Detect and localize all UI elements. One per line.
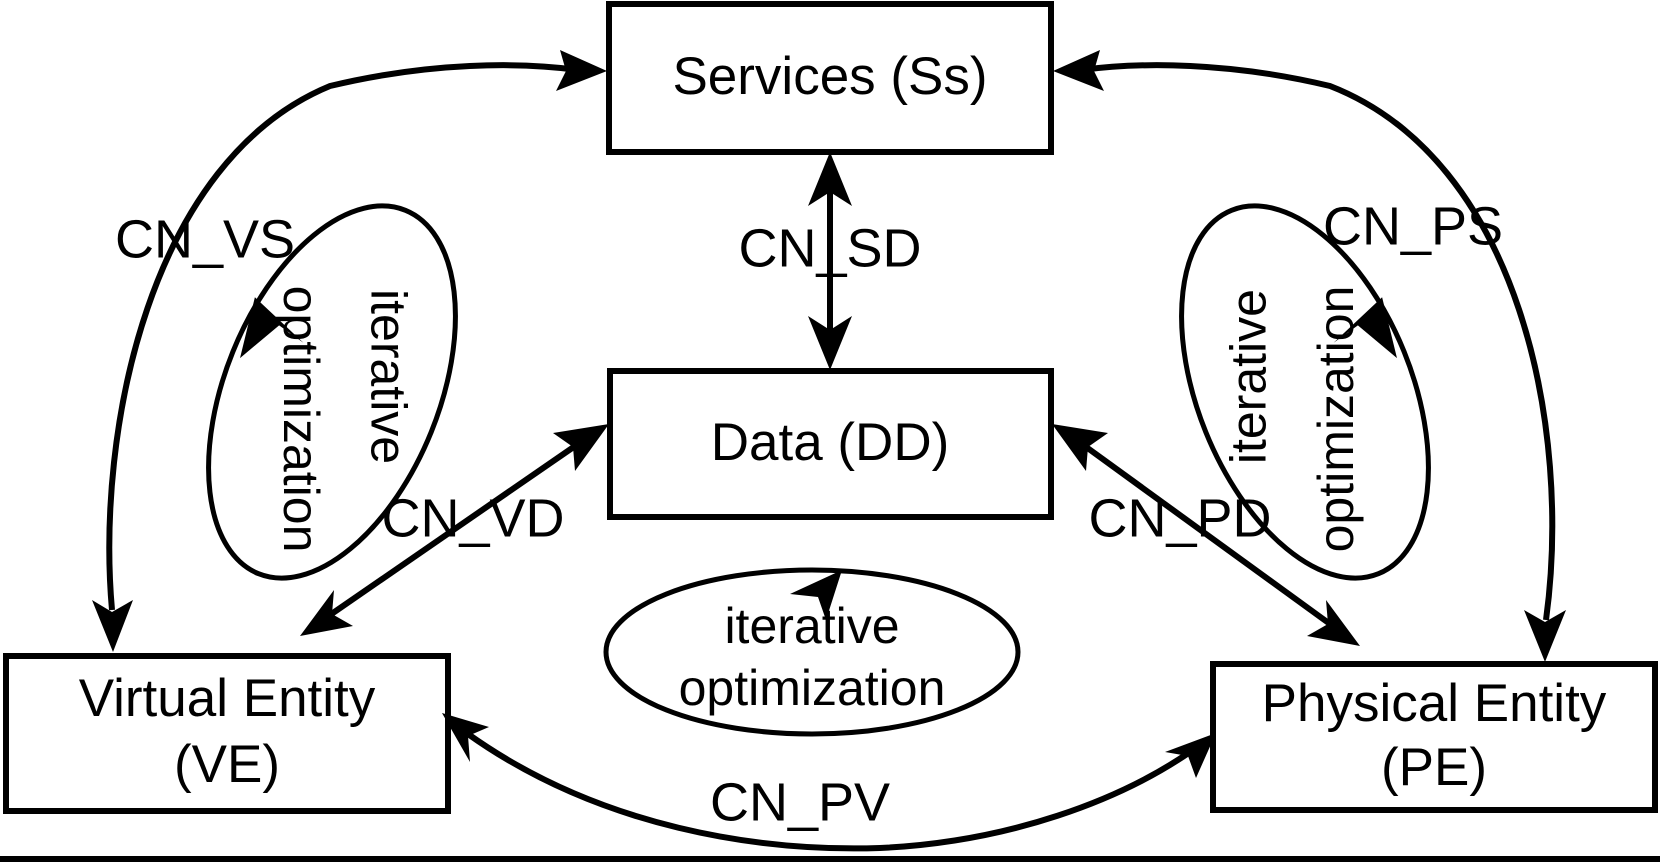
node-physical-entity[interactable]: Physical Entity (PE) xyxy=(1210,661,1658,813)
cn-pv-path xyxy=(466,731,1192,852)
node-services[interactable]: Services (Ss) xyxy=(606,1,1054,155)
physical-entity-label-line2: (PE) xyxy=(1381,738,1487,797)
cn-vd-arrowhead-ve xyxy=(300,590,353,636)
loop-right[interactable]: iterative optimization xyxy=(1132,170,1477,614)
cn-pv-arrowhead-ve xyxy=(442,713,489,762)
edge-cn-sd[interactable]: CN_SD xyxy=(738,152,922,370)
loop-bottom-label-line2: optimization xyxy=(679,660,946,716)
cn-ps-arrowhead-services xyxy=(1053,50,1104,91)
loop-right-ellipse xyxy=(1179,203,1431,581)
services-box[interactable] xyxy=(606,1,1054,155)
data-label: Data (DD) xyxy=(711,413,950,472)
cn-vs-arrowhead-services xyxy=(556,50,607,91)
edge-cn-vs[interactable]: CN_VS xyxy=(92,50,607,652)
loop-right-label-line1: iterative xyxy=(1221,289,1277,464)
cn-sd-arrowhead-data xyxy=(808,316,852,370)
cn-vs-label: CN_VS xyxy=(115,209,295,269)
cn-pd-arrowhead-pe xyxy=(1307,600,1360,646)
edge-cn-vd[interactable]: CN_VD xyxy=(300,424,609,636)
loop-left-label-line2: optimization xyxy=(273,286,329,553)
cn-pd-path xyxy=(1080,441,1332,627)
edge-cn-pv[interactable]: CN_PV xyxy=(442,713,1216,852)
loop-bottom-ellipse xyxy=(603,567,1021,737)
loop-left-arrowhead xyxy=(240,297,304,359)
physical-entity-box[interactable] xyxy=(1210,661,1658,813)
cn-pv-label: CN_PV xyxy=(710,772,890,832)
cn-sd-label: CN_SD xyxy=(738,218,921,278)
cn-ps-path xyxy=(1081,62,1556,621)
loop-left[interactable]: iterative optimization xyxy=(159,170,504,614)
cn-vd-label: CN_VD xyxy=(381,488,564,548)
cn-sd-arrowhead-services xyxy=(808,152,852,206)
cn-ps-arrowhead-pe xyxy=(1524,610,1566,662)
node-virtual-entity[interactable]: Virtual Entity (VE) xyxy=(3,653,451,814)
loop-bottom-label-line1: iterative xyxy=(724,598,899,654)
physical-entity-label-line1: Physical Entity xyxy=(1262,674,1607,733)
loop-bottom[interactable]: iterative optimization xyxy=(603,567,1021,737)
node-data[interactable]: Data (DD) xyxy=(607,368,1054,520)
cn-ps-label: CN_PS xyxy=(1323,196,1503,256)
virtual-entity-box[interactable] xyxy=(3,653,451,814)
cn-vs-path-up xyxy=(106,62,579,611)
services-label: Services (Ss) xyxy=(672,47,987,106)
cn-vd-arrowhead-data xyxy=(553,424,609,471)
loop-left-ellipse xyxy=(206,203,458,581)
virtual-entity-label-line2: (VE) xyxy=(174,735,280,794)
virtual-entity-label-line1: Virtual Entity xyxy=(79,669,376,728)
cn-pd-arrowhead-data xyxy=(1052,424,1108,471)
loop-bottom-arrowhead xyxy=(790,570,842,620)
loop-right-arrowhead xyxy=(1333,297,1397,359)
edge-cn-ps[interactable]: CN_PS xyxy=(1053,50,1566,662)
loop-right-label-line2: optimization xyxy=(1308,286,1364,553)
loop-left-label-line1: iterative xyxy=(360,289,416,464)
data-box[interactable] xyxy=(607,368,1054,520)
cn-vd-path xyxy=(328,441,580,618)
cn-pv-arrowhead-pe xyxy=(1165,733,1216,778)
cn-vs-arrowhead-ve xyxy=(92,600,133,652)
cn-pd-label: CN_PD xyxy=(1088,488,1271,548)
